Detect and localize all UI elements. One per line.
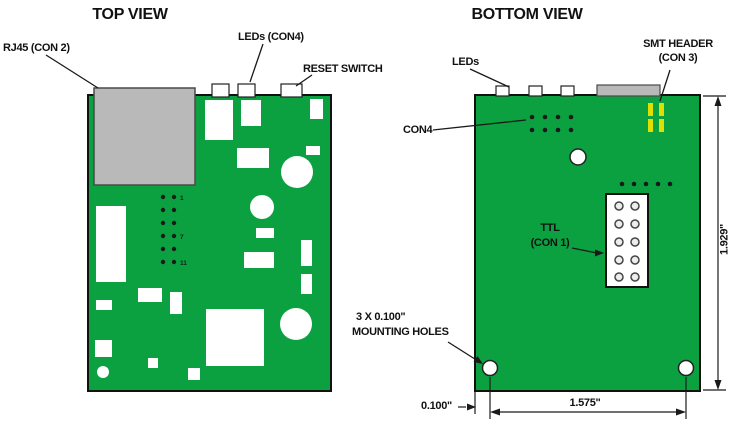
bottom-led-1	[495, 85, 510, 97]
mounting-holes-label-line2: MOUNTING HOLES	[352, 326, 449, 338]
top-pin-pads	[160, 194, 177, 265]
mounting-holes-label-line1: 3 X 0.100"	[356, 311, 406, 323]
width-dimension-value: 1.575"	[569, 397, 601, 409]
mounting-leader-line	[447, 341, 479, 362]
leds-leader-line	[469, 68, 510, 88]
dimension-arrowheads	[467, 96, 722, 416]
bottom-leader-lines	[432, 68, 671, 362]
ttl-label-line1: TTL	[540, 222, 560, 234]
ttl-header	[605, 193, 649, 288]
ttl-leader-arrowhead	[595, 249, 604, 257]
rj45-label: RJ45 (CON 2)	[3, 42, 70, 54]
con4-pads	[529, 114, 574, 133]
mounting-hole-top	[569, 148, 587, 166]
bottom-board-outline	[474, 94, 701, 392]
rj45-bottom-edge	[596, 84, 661, 97]
led-component-1	[211, 83, 230, 98]
reset-leader-line	[295, 74, 313, 87]
bottom-view-board-group	[432, 68, 726, 419]
leds-label: LEDs	[452, 56, 479, 68]
dimension-lines	[458, 95, 726, 419]
leds-con4-leader-line	[249, 43, 264, 83]
pin-label-1: 1	[180, 195, 184, 202]
top-leader-lines	[45, 43, 313, 89]
leds-con4-label: LEDs (CON4)	[238, 31, 304, 43]
top-board-components	[95, 99, 323, 380]
bottom-led-2	[528, 85, 543, 97]
con4-label: CON4	[403, 124, 433, 136]
rj45-connector	[93, 87, 196, 186]
con4-leader-line	[432, 119, 527, 131]
smt-header-label-line2: (CON 3)	[658, 52, 698, 64]
mounting-leader-arrowhead	[473, 356, 483, 364]
reset-switch-component	[280, 83, 303, 98]
smt-header-label-line1: SMT HEADER	[643, 38, 713, 50]
top-view-board-group: 1 7 11	[45, 43, 332, 392]
solder-pad-row	[619, 181, 673, 187]
pin-label-7: 7	[180, 234, 184, 241]
smt-header-pads	[648, 103, 664, 132]
ttl-leader-line	[571, 247, 598, 254]
bottom-view-title: BOTTOM VIEW	[471, 6, 583, 23]
mounting-hole-bottom-right	[677, 359, 695, 377]
pin-label-11: 11	[180, 260, 187, 267]
ttl-label-line2: (CON 1)	[530, 237, 570, 249]
offset-dimension-value: 0.100"	[421, 400, 452, 412]
led-component-2	[237, 83, 256, 98]
smt-leader-line	[659, 69, 671, 102]
bottom-led-3	[560, 85, 575, 97]
mounting-hole-bottom-left	[481, 359, 499, 377]
height-dimension-value: 1.929"	[718, 224, 731, 255]
rj45-leader-line	[45, 54, 99, 89]
reset-switch-label: RESET SWITCH	[303, 63, 383, 75]
top-view-title: TOP VIEW	[92, 6, 168, 23]
